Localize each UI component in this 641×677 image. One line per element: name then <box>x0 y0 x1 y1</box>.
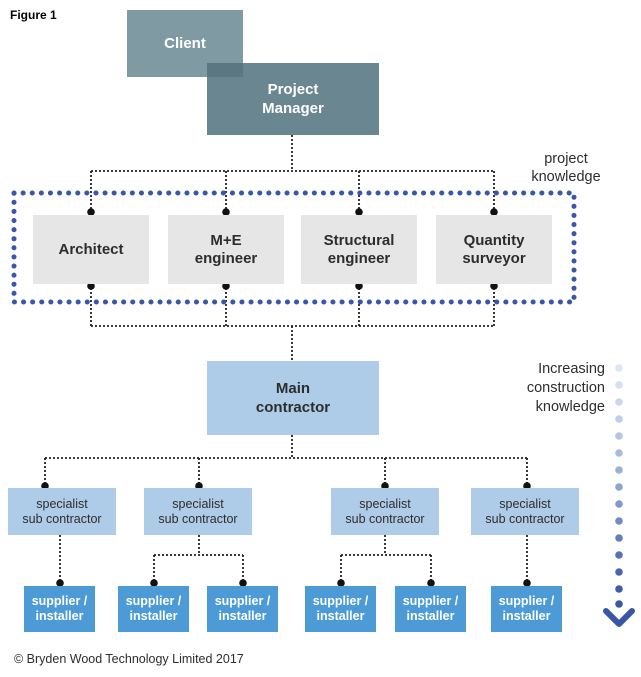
supplier-box: supplier / installer <box>207 586 278 632</box>
copyright-text: © Bryden Wood Technology Limited 2017 <box>14 652 244 666</box>
construction-knowledge-label: Increasing construction knowledge <box>526 361 605 415</box>
client-pm-overlap <box>207 63 243 77</box>
sub-contractor-box: specialist sub contractor <box>144 488 252 535</box>
supplier-box: supplier / installer <box>491 586 562 632</box>
main-contractor-box: Main contractor <box>207 361 379 435</box>
knowledge-arrow-icon <box>603 608 635 627</box>
knowledge-gradient-dots <box>615 364 623 608</box>
sub-contractor-box: specialist sub contractor <box>471 488 579 535</box>
architect-box: Architect <box>33 215 149 284</box>
supplier-box: supplier / installer <box>24 586 95 632</box>
supplier-box: supplier / installer <box>118 586 189 632</box>
project-knowledge-border <box>11 190 577 305</box>
supplier-box: supplier / installer <box>305 586 376 632</box>
sub-contractor-box: specialist sub contractor <box>8 488 116 535</box>
supplier-box: supplier / installer <box>395 586 466 632</box>
project-manager-box: Project Manager <box>207 63 379 135</box>
figure-label: Figure 1 <box>10 8 57 22</box>
sub-contractor-box: specialist sub contractor <box>331 488 439 535</box>
quantity-surveyor-box: Quantity surveyor <box>436 215 552 284</box>
project-knowledge-label: project knowledge <box>531 151 601 185</box>
client-label: Client <box>164 35 206 52</box>
structural-engineer-box: Structural engineer <box>301 215 417 284</box>
me-engineer-box: M+E engineer <box>168 215 284 284</box>
